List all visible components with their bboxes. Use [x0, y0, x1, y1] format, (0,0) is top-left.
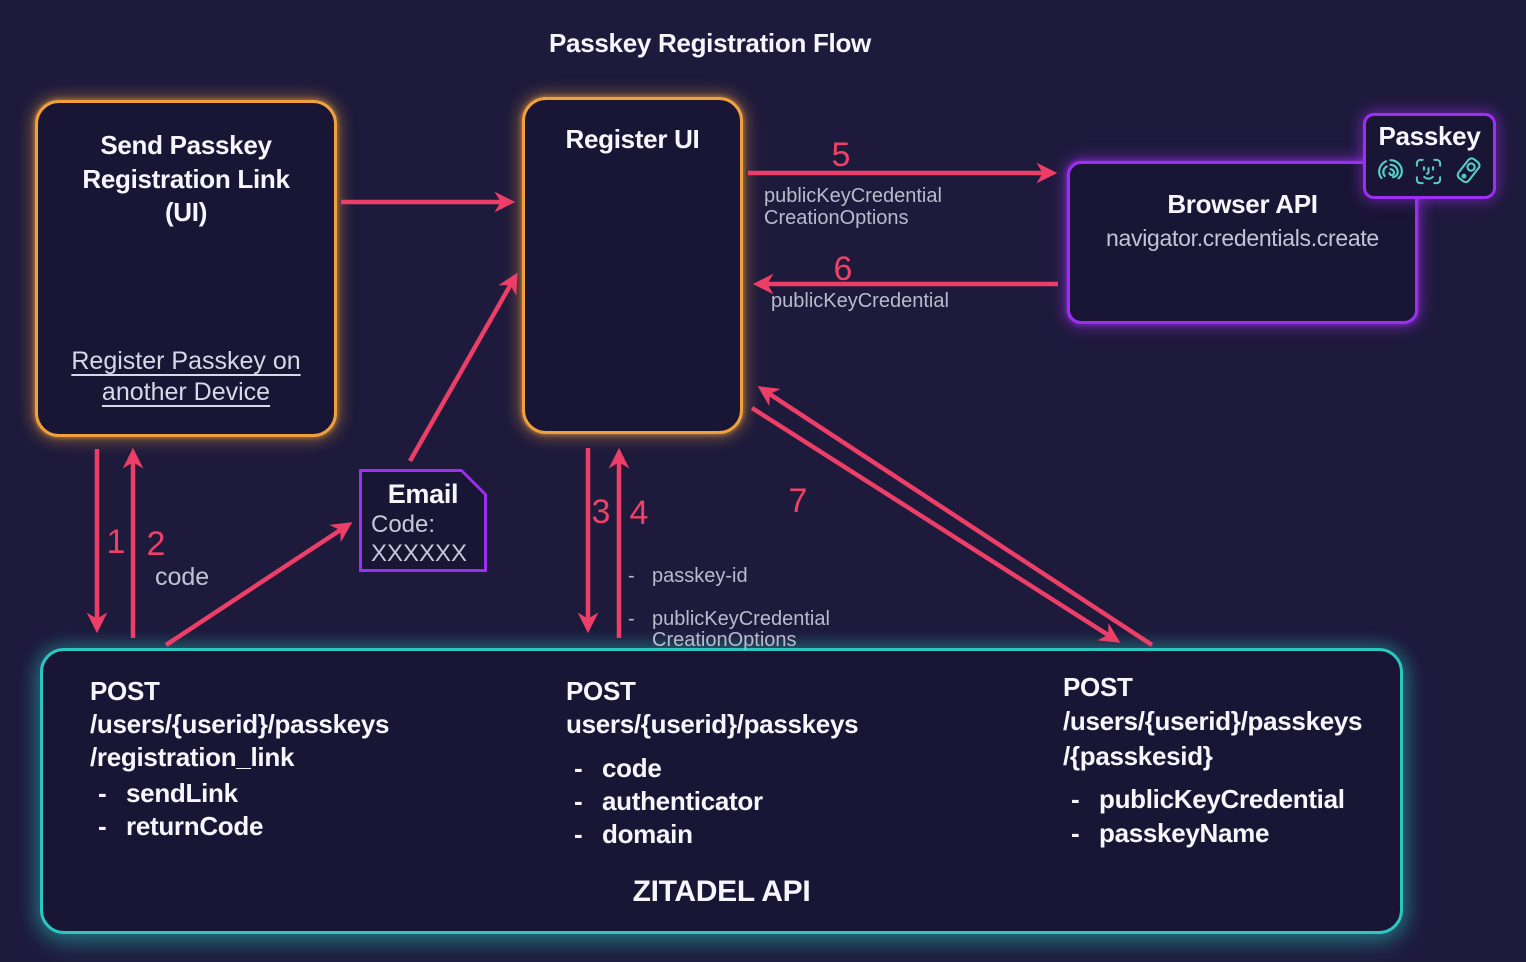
passkey-badge: Passkey — [1363, 113, 1496, 199]
step5-label: publicKeyCredential CreationOptions — [764, 185, 942, 229]
register-ui-title: Register UI — [565, 124, 700, 154]
endpoint-param: returnCode — [90, 810, 389, 843]
step4-label-item: passkey-id — [628, 565, 830, 588]
step6-label: publicKeyCredential — [771, 290, 949, 312]
send-passkey-ui-box: Send Passkey Registration Link (UI) Regi… — [35, 100, 337, 437]
endpoint-path: /users/{userid}/passkeys /{passkesid} — [1063, 706, 1363, 771]
step-number-4: 4 — [629, 494, 649, 532]
fingerprint-icon — [1377, 159, 1403, 180]
register-passkey-another-device-link[interactable]: Register Passkey on another Device — [71, 347, 301, 406]
email-note: Email Code: XXXXXX — [359, 469, 487, 572]
endpoint-method: POST — [566, 676, 636, 706]
endpoint-params: sendLink returnCode — [90, 777, 389, 843]
step-number-6: 6 — [833, 250, 853, 288]
step-number-2: 2 — [146, 525, 166, 563]
email-title: Email — [387, 479, 459, 509]
zitadel-api-title: ZITADEL API — [632, 875, 811, 908]
zitadel-endpoint-registration-link: POST /users/{userid}/passkeys /registrat… — [90, 675, 390, 843]
browser-api-box: Browser API navigator.credentials.create — [1067, 161, 1418, 324]
browser-api-title: Browser API — [1167, 189, 1318, 219]
browser-api-subtitle: navigator.credentials.create — [1106, 224, 1379, 251]
face-id-icon — [1415, 158, 1441, 184]
endpoint-param: domain — [566, 818, 858, 851]
endpoint-params: code authenticator domain — [566, 752, 858, 851]
email-code-value: XXXXXX — [371, 540, 468, 567]
passkey-badge-title: Passkey — [1378, 121, 1481, 151]
passkey-badge-icons — [1374, 153, 1486, 189]
step-number-7: 7 — [788, 482, 808, 520]
endpoint-param: authenticator — [566, 785, 858, 818]
step-number-3: 3 — [591, 493, 611, 531]
endpoint-path: users/{userid}/passkeys — [566, 709, 859, 739]
step4-labels: passkey-id publicKeyCredential CreationO… — [628, 544, 830, 673]
endpoint-method: POST — [90, 676, 160, 706]
step4-label-item: publicKeyCredential CreationOptions — [628, 608, 830, 652]
diagram-title: Passkey Registration Flow — [549, 28, 871, 58]
zitadel-endpoint-passkeys: POST users/{userid}/passkeys code authen… — [566, 675, 859, 851]
endpoint-param: code — [566, 752, 858, 785]
zitadel-endpoint-passkey-id: POST /users/{userid}/passkeys /{passkesi… — [1063, 671, 1363, 850]
arrow-email-to-registerui — [408, 272, 518, 463]
zitadel-api-box: POST /users/{userid}/passkeys /registrat… — [40, 648, 1403, 934]
endpoint-path: /users/{userid}/passkeys /registration_l… — [90, 709, 390, 772]
send-passkey-ui-title: Send Passkey Registration Link (UI) — [82, 130, 290, 227]
register-ui-box: Register UI — [522, 97, 743, 434]
endpoint-params: publicKeyCredential passkeyName — [1063, 782, 1362, 850]
step2-label: code — [155, 563, 210, 591]
endpoint-param: publicKeyCredential — [1063, 782, 1362, 816]
security-key-icon — [1456, 157, 1481, 184]
email-note-body: Email Code: XXXXXX — [362, 472, 484, 569]
step-number-1: 1 — [106, 523, 126, 561]
step-number-5: 5 — [831, 136, 851, 174]
email-code-label: Code: — [371, 511, 436, 538]
endpoint-param: passkeyName — [1063, 816, 1362, 850]
endpoint-param: sendLink — [90, 777, 389, 810]
endpoint-method: POST — [1063, 672, 1133, 702]
